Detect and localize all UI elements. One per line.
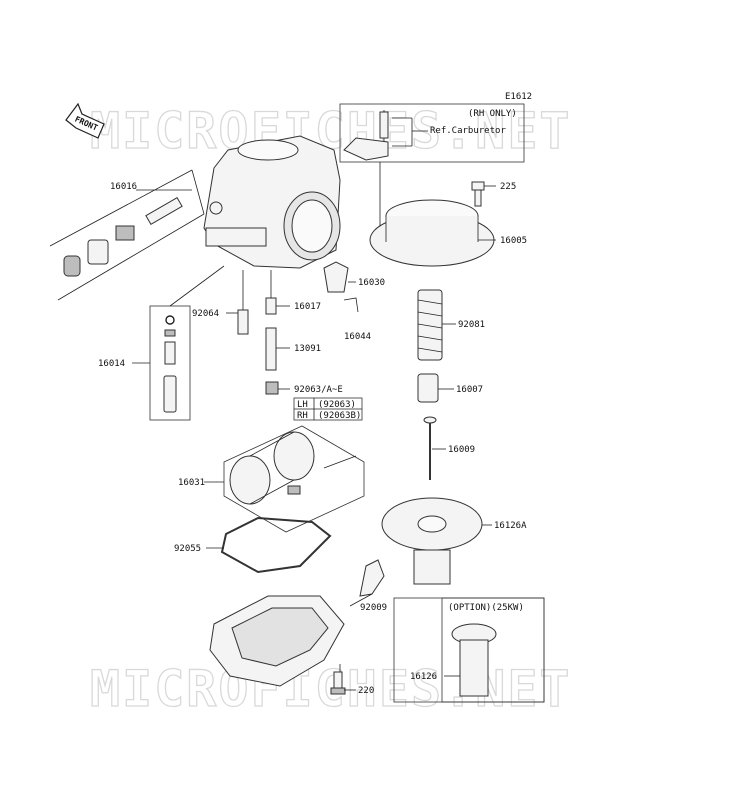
part-label-92081: 92081 (458, 320, 485, 330)
part-label-225: 225 (500, 182, 516, 192)
float-valve-16030-icon (323, 261, 349, 293)
jet-needle-16009-icon (423, 416, 437, 480)
part-label-16009: 16009 (448, 445, 475, 455)
top-cover-16005-icon (369, 199, 495, 267)
side-table-lh: LH (297, 400, 308, 410)
rh-only-title: (RH ONLY) (468, 109, 517, 119)
part-label-16030: 16030 (358, 278, 385, 288)
gasket-92055-icon (220, 516, 332, 574)
option-box: (OPTION)(25KW) (393, 597, 545, 703)
rh-only-box: (RH ONLY) Ref.Carburetor (339, 103, 525, 163)
watermark-bottom: MICROFICHES.NET (90, 660, 572, 718)
side-table-rh-part: (92063B) (318, 411, 361, 421)
pilot-screw-16014-icon (132, 265, 225, 421)
carburetor-body-icon (203, 135, 341, 269)
option-box-title: (OPTION)(25KW) (448, 603, 524, 613)
part-label-16126a: 16126A (494, 521, 527, 531)
part-label-13091: 13091 (294, 344, 321, 354)
screw-assembly-16016-icon (49, 169, 205, 301)
vacuum-piston-16126a-icon (381, 497, 483, 585)
part-label-16007: 16007 (456, 385, 483, 395)
part-label-220: 220 (358, 686, 374, 696)
part-label-92063: 92063/A~E (294, 385, 343, 395)
vacuum-piston-16126-icon (451, 623, 497, 697)
part-label-92055: 92055 (174, 544, 201, 554)
front-arrow-icon: FRONT (65, 102, 105, 139)
figure-code: E1612 (505, 92, 532, 102)
needle-jet-13091-icon (265, 327, 277, 371)
float-16031-box (204, 425, 365, 533)
part-label-92009: 92009 (360, 603, 387, 613)
part-label-16005: 16005 (500, 236, 527, 246)
part-label-16126: 16126 (410, 672, 437, 682)
jet-16017-icon (265, 297, 277, 315)
part-label-16014: 16014 (98, 359, 125, 369)
spring-92081-icon (417, 289, 443, 361)
side-table-rh: RH (297, 411, 308, 421)
part-label-16044: 16044 (344, 332, 371, 342)
float-bowl-icon (209, 595, 345, 687)
jet-92064-icon (237, 309, 249, 335)
rh-only-ref: Ref.Carburetor (430, 126, 506, 136)
drain-screw-92009-icon (359, 559, 385, 597)
clip-16044-icon (343, 297, 359, 313)
part-label-16031: 16031 (178, 478, 205, 488)
part-label-92064: 92064 (192, 309, 219, 319)
holder-16007-icon (417, 373, 439, 403)
leader-lines (206, 185, 496, 691)
side-table-lh-part: (92063) (318, 400, 356, 410)
screw-220-icon (330, 671, 346, 695)
screw-225-icon (471, 181, 485, 207)
part-label-16016: 16016 (110, 182, 137, 192)
part-label-16017: 16017 (294, 302, 321, 312)
side-table: LH (92063) RH (92063B) (293, 397, 363, 421)
rh-bracket-icon (343, 110, 428, 161)
main-jet-92063-icon (265, 381, 279, 395)
